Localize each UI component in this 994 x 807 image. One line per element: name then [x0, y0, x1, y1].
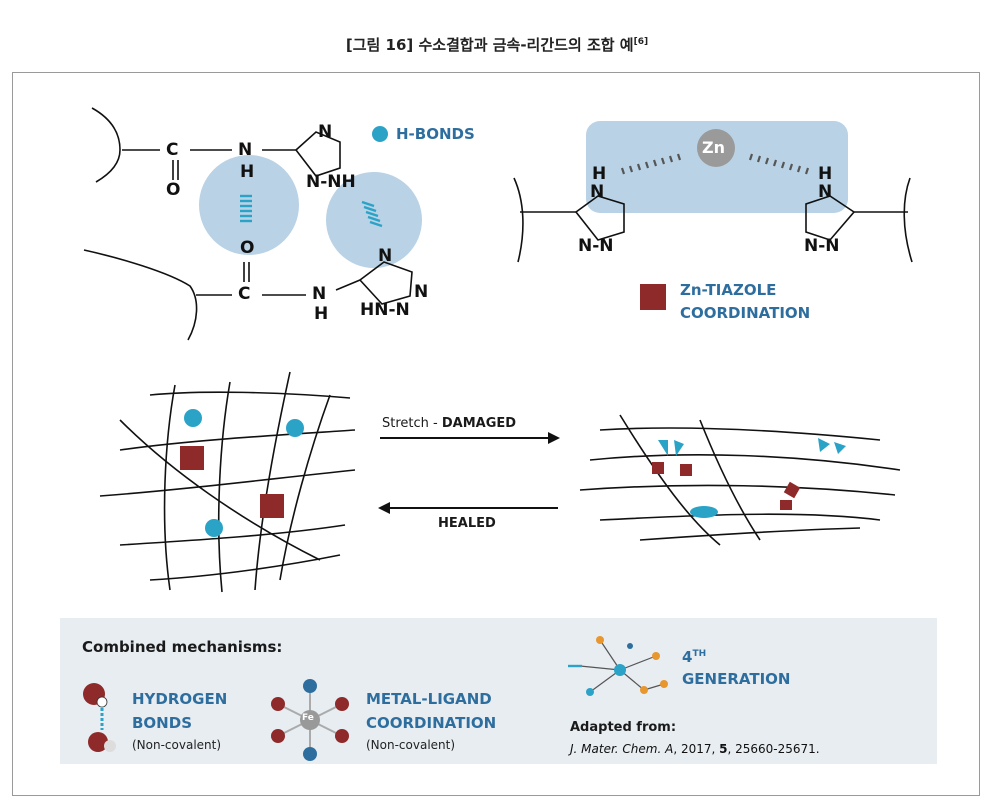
generation-number: 4TH	[682, 648, 706, 666]
triazole2-n2: N	[414, 282, 429, 302]
adapted-label: Adapted from:	[570, 720, 677, 735]
heal-arrow-head	[378, 502, 390, 514]
carbon-1: C	[166, 140, 179, 160]
ref-vol: 5	[719, 742, 728, 756]
fe-label: Fe	[302, 713, 314, 723]
reference-citation: J. Mater. Chem. A, 2017, 5, 25660-25671.	[570, 742, 820, 756]
right-nn1: N-N	[578, 236, 614, 256]
hbonds-legend: H-BONDS	[396, 125, 475, 143]
right-n2: N	[818, 182, 833, 202]
carbon-2: C	[238, 284, 251, 304]
hydrogen-bond-icon	[83, 683, 116, 752]
stretch-label: Stretch - DAMAGED	[382, 416, 516, 431]
zn-legend-line2: COORDINATION	[680, 304, 811, 322]
caption-ref: [6]	[633, 37, 649, 47]
stretch-arrow-head	[548, 432, 560, 444]
nitrogen-2: N	[312, 284, 327, 304]
ref-pages: , 25660-25671.	[727, 742, 820, 756]
zn-legend-line1: Zn-TIAZOLE	[680, 281, 777, 299]
hbond-legend-dot	[372, 126, 388, 142]
network-healed	[99, 371, 356, 593]
caption-text: [그림 16] 수소결합과 금속-리간드의 조합 예	[345, 36, 634, 54]
nitrogen-1: N	[238, 140, 253, 160]
stretch-prefix: Stretch -	[382, 416, 442, 431]
ref-year: , 2017,	[673, 742, 720, 756]
hydrogen-note: (Non-covalent)	[132, 738, 222, 752]
zn-legend-square	[640, 284, 666, 310]
right-n1: N	[590, 182, 605, 202]
right-h2: H	[818, 164, 833, 184]
hydrogen-1: H	[240, 162, 255, 182]
hydrogen-2: H	[314, 304, 329, 324]
right-nn2: N-N	[804, 236, 840, 256]
generation-sup: TH	[692, 649, 707, 659]
figure-caption: [그림 16] 수소결합과 금속-리간드의 조합 예[6]	[0, 34, 994, 55]
coordination-box	[586, 121, 848, 213]
ref-journal: J. Mater. Chem. A	[570, 742, 674, 756]
generation-num: 4	[682, 648, 693, 666]
triazole2-n: N	[378, 246, 393, 266]
metal-line2: COORDINATION	[366, 714, 497, 732]
triazole1-nn: N-NH	[306, 172, 356, 192]
triazole1-n: N	[318, 122, 333, 142]
triazole2-nn: HN-N	[360, 300, 410, 320]
metal-note: (Non-covalent)	[366, 738, 456, 752]
panel-title: Combined mechanisms:	[82, 638, 283, 656]
generation-label: GENERATION	[682, 670, 791, 688]
hydrogen-line2: BONDS	[132, 714, 192, 732]
combined-mechanisms-panel: Combined mechanisms: HYDROGEN BONDS (Non…	[60, 618, 937, 764]
metal-ligand-icon	[271, 679, 349, 761]
zn-label: Zn	[702, 138, 725, 157]
hydrogen-line1: HYDROGEN	[132, 690, 228, 708]
metal-line1: METAL-LIGAND	[366, 690, 492, 708]
figure-frame	[12, 72, 980, 796]
healed-label: HEALED	[438, 516, 496, 531]
network-damaged	[579, 414, 901, 546]
right-h1: H	[592, 164, 607, 184]
oxygen-2: O	[240, 238, 255, 258]
network-icon	[568, 636, 668, 696]
stretch-damaged: DAMAGED	[441, 416, 517, 431]
zn-atom	[697, 129, 735, 167]
oxygen-1: O	[166, 180, 181, 200]
